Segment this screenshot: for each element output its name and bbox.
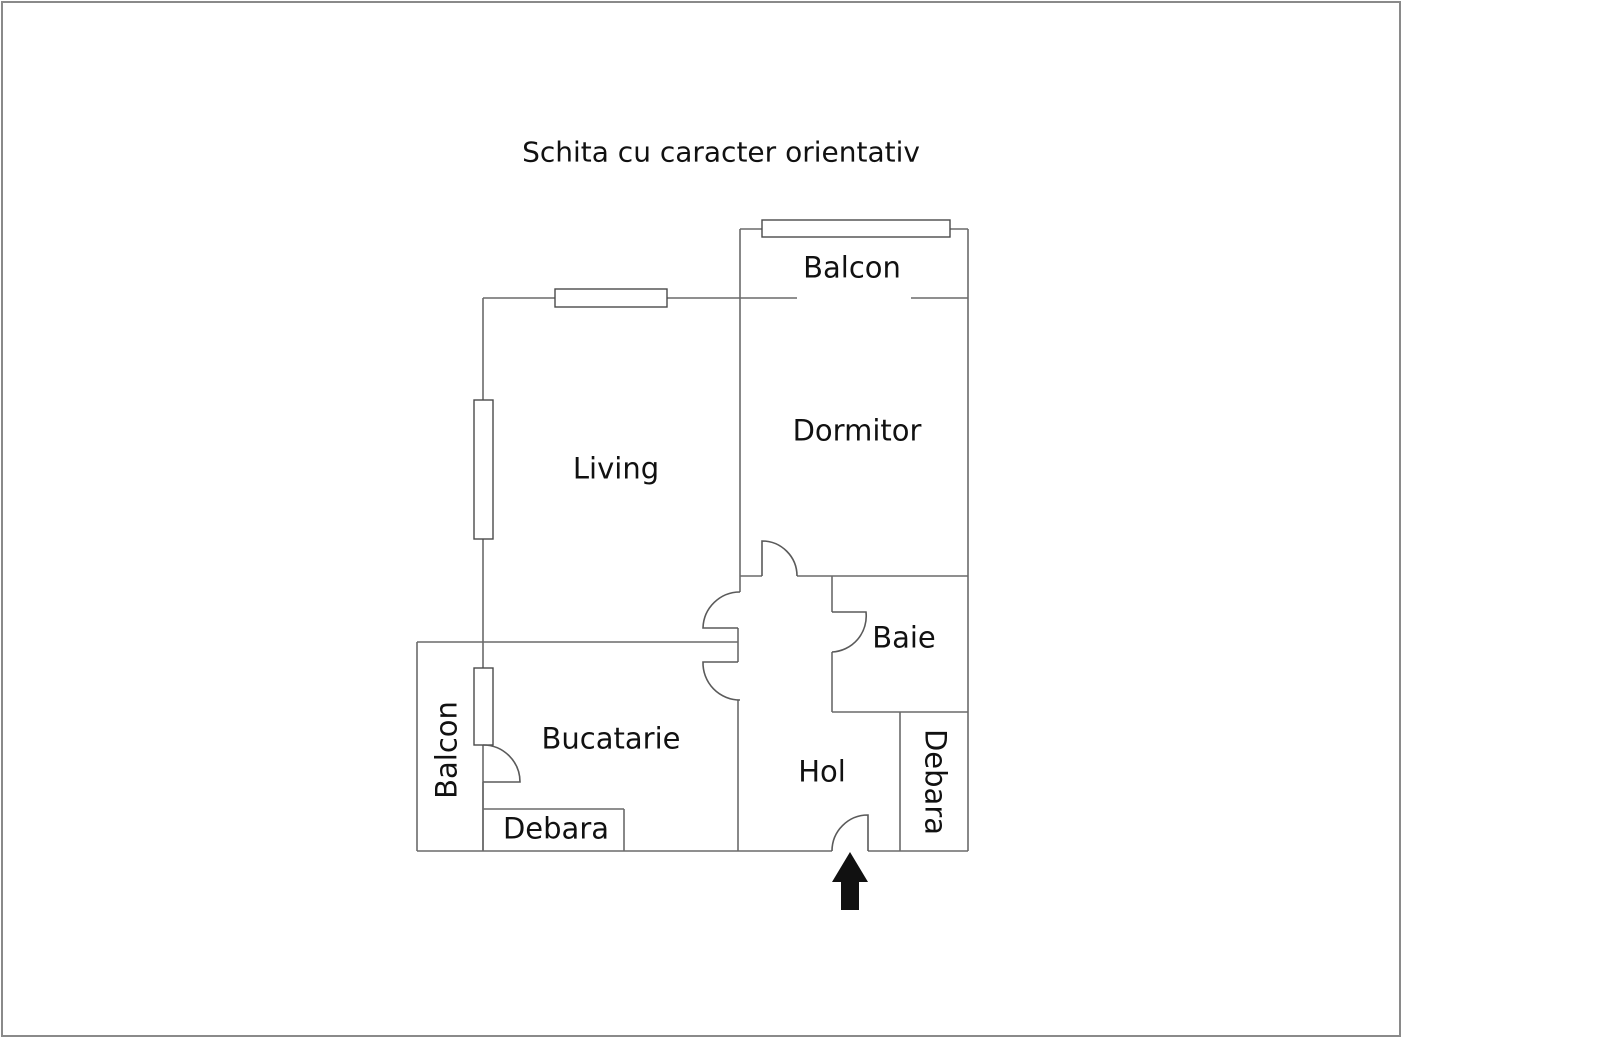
kitchen-walls — [416, 641, 968, 852]
room-label-debara-bottom: Debara — [502, 811, 610, 846]
room-label-balcon-top: Balcon — [803, 250, 901, 285]
room-label-bucatarie: Bucatarie — [541, 721, 681, 756]
kitchen-door — [702, 661, 741, 701]
kitchen-window — [473, 667, 494, 746]
living-walls — [482, 297, 968, 851]
room-label-dormitor: Dormitor — [792, 413, 922, 448]
arrow-up-icon — [832, 852, 868, 910]
room-label-debara-right: Debara — [918, 728, 953, 836]
room-label-hol: Hol — [798, 754, 846, 789]
room-label-balcon-left: Balcon — [429, 701, 464, 799]
dormitor-door — [761, 540, 798, 577]
top-balcony-window — [761, 219, 951, 238]
room-label-living: Living — [572, 451, 660, 486]
entrance-door — [831, 814, 869, 852]
dormitor-walls — [740, 298, 969, 851]
living-left-window — [473, 399, 494, 540]
hallway-west-wall — [737, 576, 741, 851]
living-door — [702, 591, 741, 629]
room-label-baie: Baie — [872, 620, 936, 655]
drawing-frame — [1, 1, 1401, 1037]
debara-bottom-walls — [483, 808, 625, 851]
baie-door — [831, 611, 868, 653]
living-top-window — [554, 288, 668, 308]
plan-title: Schita cu caracter orientativ — [522, 135, 920, 169]
kitchen-balcony-door — [482, 744, 521, 783]
